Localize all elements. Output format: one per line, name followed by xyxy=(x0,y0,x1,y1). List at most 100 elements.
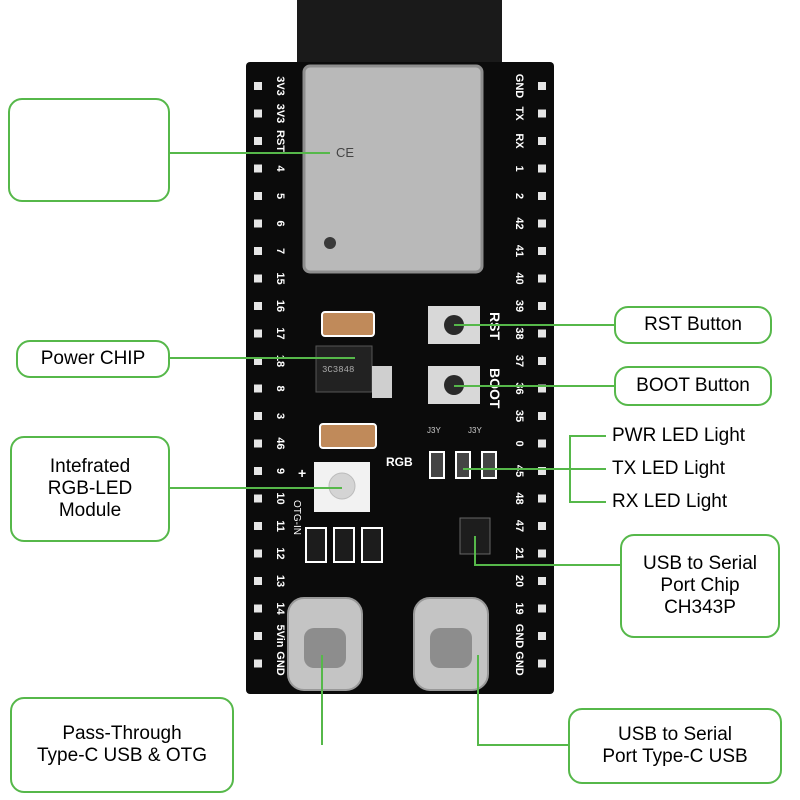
capacitor-1 xyxy=(321,311,375,337)
right-pin-label: GND xyxy=(513,624,525,649)
right-pin-pad xyxy=(538,164,546,173)
right-pin-pad xyxy=(538,192,546,200)
right-pin-label: 1 xyxy=(513,165,525,171)
left-pin-pad xyxy=(254,164,262,173)
right-pin-pad xyxy=(538,659,546,668)
left-pin-label: 13 xyxy=(274,575,286,587)
left-pin-label: 3V3 xyxy=(274,104,286,124)
led-rx xyxy=(481,451,497,479)
right-pin-pad xyxy=(538,384,546,393)
antenna-pcb xyxy=(297,0,502,72)
line-serial-usb xyxy=(477,655,568,746)
label-rx-led: RX LED Light xyxy=(612,491,728,512)
module-dot xyxy=(324,237,336,249)
right-pin-pad xyxy=(538,82,546,90)
left-pin-pad xyxy=(254,302,262,310)
diode-1 xyxy=(305,527,327,563)
capacitor-2 xyxy=(319,423,377,449)
right-pin-label: 0 xyxy=(513,440,525,446)
led-tx xyxy=(455,451,471,479)
right-pin-pad xyxy=(538,439,546,448)
left-pin-label: 4 xyxy=(274,165,286,172)
callout-rgb-led: Intefrated RGB-LED Module xyxy=(10,436,170,542)
line-serial-chip xyxy=(474,536,620,566)
right-pin-pad xyxy=(538,467,546,475)
right-pin-pad xyxy=(538,412,546,420)
power-chip-tab xyxy=(372,366,392,398)
right-pin-label: 19 xyxy=(513,602,525,614)
diode-3 xyxy=(361,527,383,563)
left-pin-label: 8 xyxy=(274,385,286,391)
left-pin-label: 6 xyxy=(274,220,286,226)
left-pin-pad xyxy=(254,82,262,90)
usb-c-passthrough-slot xyxy=(304,628,346,668)
diode-2 xyxy=(333,527,355,563)
callout-rst-button: RST Button xyxy=(614,306,772,344)
left-pin-pad xyxy=(254,549,262,558)
left-pin-label: 15 xyxy=(274,272,286,284)
left-pin-label: 11 xyxy=(274,520,286,532)
left-pin-pad xyxy=(254,604,262,613)
silk-rgb: RGB xyxy=(386,455,413,469)
right-pin-pad xyxy=(538,109,546,118)
right-pin-label: 2 xyxy=(513,193,525,199)
left-pin-label: 3 xyxy=(274,413,286,419)
callout-passthrough-usb: Pass-Through Type-C USB & OTG xyxy=(10,697,234,793)
right-pin-pad xyxy=(538,219,546,228)
left-pin-label: 3V3 xyxy=(274,76,286,96)
right-pin-pad xyxy=(538,604,546,613)
right-pin-label: 47 xyxy=(513,520,525,532)
right-pin-pad xyxy=(538,522,546,530)
right-pin-label: 41 xyxy=(513,245,525,257)
left-pin-label: 12 xyxy=(274,547,286,559)
left-pin-label: RST xyxy=(274,130,286,152)
right-pin-pad xyxy=(538,494,546,503)
left-pin-label: 5 xyxy=(274,193,286,199)
left-pin-pad xyxy=(254,357,262,365)
left-pin-header: 3V33V3RST4567151617188346910111213145Vin… xyxy=(254,76,286,676)
left-pin-label: 7 xyxy=(274,248,286,254)
right-pin-pad xyxy=(538,274,546,283)
callout-lines xyxy=(170,152,620,746)
left-pin-label: 46 xyxy=(274,437,286,449)
right-pin-label: 36 xyxy=(513,382,525,394)
label-pwr-led: PWR LED Light xyxy=(612,425,746,446)
right-pin-label: RX xyxy=(513,133,525,149)
right-pin-label: 37 xyxy=(513,355,525,367)
left-pin-label: 5Vin xyxy=(274,624,286,647)
power-chip xyxy=(315,345,373,393)
right-pin-pad xyxy=(538,549,546,558)
right-pin-label: 20 xyxy=(513,575,525,587)
right-pin-pad xyxy=(538,577,546,585)
right-pin-label: 48 xyxy=(513,492,525,504)
right-pin-pad xyxy=(538,329,546,338)
left-pin-pad xyxy=(254,192,262,200)
left-pin-pad xyxy=(254,632,262,640)
left-pin-pad xyxy=(254,247,262,255)
right-pin-label: 45 xyxy=(513,465,525,477)
left-pin-label: 18 xyxy=(274,355,286,367)
callout-serial-usb: USB to Serial Port Type-C USB xyxy=(568,708,782,784)
left-pin-pad xyxy=(254,329,262,338)
right-pin-label: GND xyxy=(513,651,525,676)
right-pin-label: 21 xyxy=(513,547,525,559)
right-pin-label: 35 xyxy=(513,410,525,422)
right-pin-pad xyxy=(538,632,546,640)
silk-otg: OTG-IN xyxy=(291,500,302,535)
right-pin-pad xyxy=(538,247,546,255)
right-pin-label: 38 xyxy=(513,327,525,339)
callout-boot-button: BOOT Button xyxy=(614,366,772,406)
right-pin-header: GNDTXRX1242414039383736350454847212019GN… xyxy=(513,74,546,676)
left-pin-label: 9 xyxy=(274,468,286,474)
usb-c-serial-slot xyxy=(430,628,472,668)
label-tx-led: TX LED Light xyxy=(612,458,725,479)
left-pin-pad xyxy=(254,522,262,530)
silk-boot: BOOT xyxy=(487,368,503,409)
right-pin-label: 39 xyxy=(513,300,525,312)
silk-plus: + xyxy=(298,465,306,481)
left-pin-label: 10 xyxy=(274,492,286,504)
left-pin-pad xyxy=(254,274,262,283)
led-code-1: J3Y xyxy=(427,426,441,435)
left-pin-label: GND xyxy=(274,651,286,676)
